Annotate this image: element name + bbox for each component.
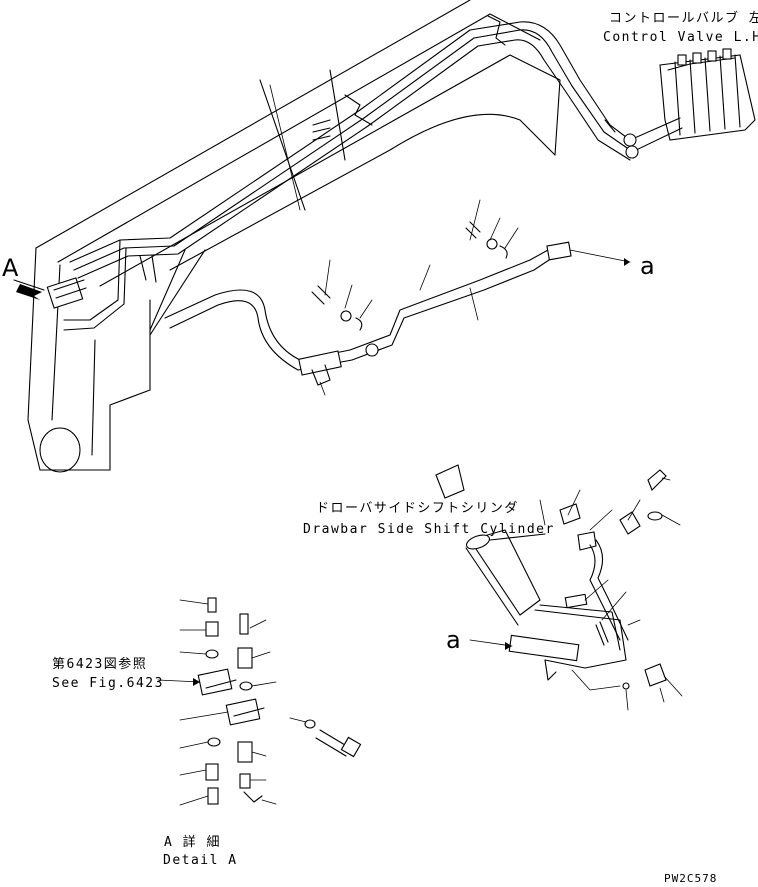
leader-lines-lower-right bbox=[469, 477, 683, 711]
cylinder-label-en: Drawbar Side Shift Cylinder bbox=[303, 522, 555, 537]
upper-tube-bundle bbox=[63, 15, 631, 331]
leader-lines-detail-a bbox=[157, 599, 307, 806]
see-fig-label-en: See Fig.6423 bbox=[52, 676, 164, 691]
leader-lines-upper bbox=[269, 84, 631, 396]
control-valve-lh bbox=[604, 48, 756, 159]
frame-body bbox=[27, 0, 561, 473]
side-shift-cylinder bbox=[435, 464, 667, 690]
connection-a-upper: a bbox=[640, 252, 655, 280]
see-fig-label-jp: 第6423図参照 bbox=[52, 656, 147, 672]
control-valve-label-en: Control Valve L.H. bbox=[603, 30, 758, 45]
cylinder-label-jp: ドローバサイドシフトシリンダ bbox=[316, 501, 519, 516]
left-valve-block bbox=[46, 277, 87, 309]
connection-a-lower: a bbox=[446, 626, 461, 654]
detail-a-label-jp: A 詳 細 bbox=[164, 834, 221, 850]
view-letter-a: A bbox=[2, 254, 19, 282]
control-valve-label-jp: コントロールバルブ 左 bbox=[609, 10, 758, 26]
view-arrow-a bbox=[13, 279, 45, 300]
drawing-code: PW2C578 bbox=[664, 872, 717, 885]
detail-a-label-en: Detail A bbox=[163, 853, 238, 868]
middle-hose-assembly bbox=[164, 221, 572, 386]
detail-a-assembly bbox=[197, 597, 362, 805]
